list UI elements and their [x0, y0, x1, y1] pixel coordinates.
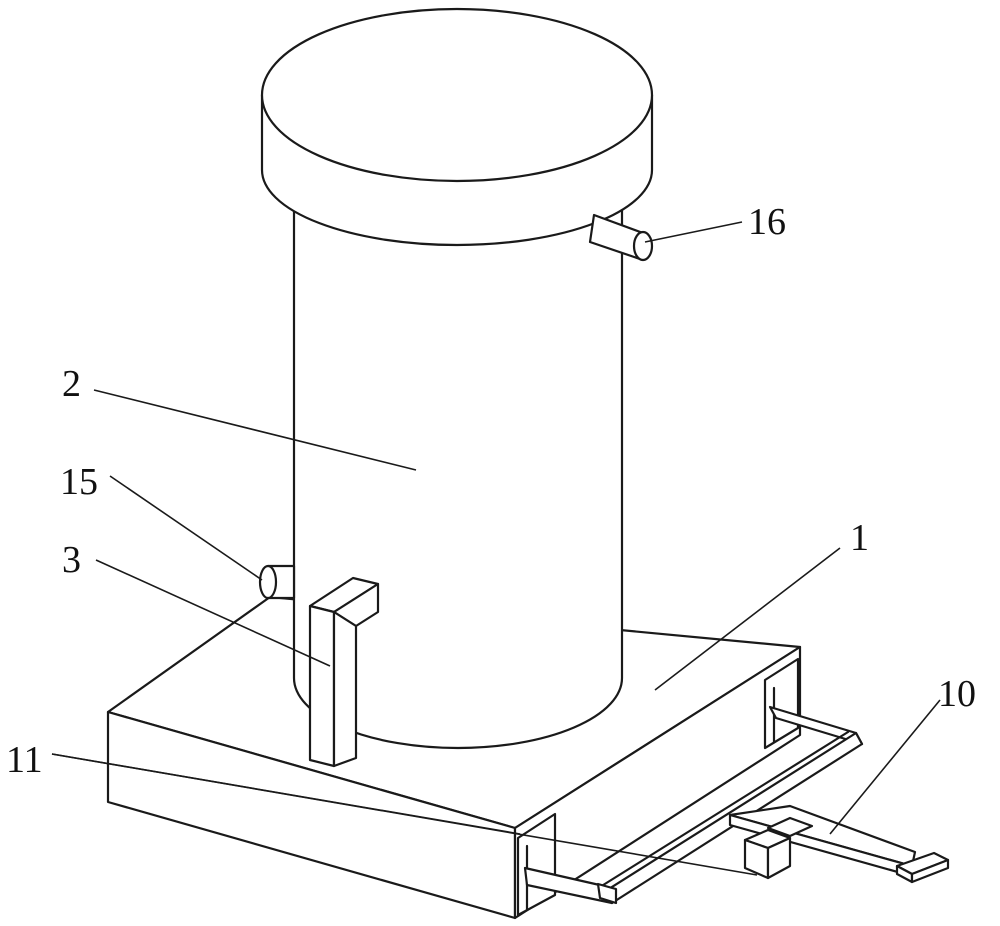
- drive-block-front: [743, 838, 770, 880]
- front-rail-cap: [596, 882, 618, 905]
- slide-arm: [728, 804, 950, 884]
- rod-inner: [332, 610, 358, 768]
- rod-front: [308, 604, 336, 768]
- leader-lines: [51, 221, 941, 876]
- label-16: 16: [748, 201, 786, 243]
- leader-11-upper: [51, 753, 521, 835]
- leader-3: [95, 559, 331, 667]
- labels: 2 15 3 1 10 11 16: [6, 201, 976, 781]
- arm-end-side: [910, 858, 950, 884]
- leader-1: [654, 547, 841, 691]
- upper-nozzle: [588, 213, 654, 262]
- label-3: 3: [62, 539, 81, 581]
- leader-15: [109, 475, 263, 581]
- lower-nozzle: [258, 564, 296, 600]
- drive-block-side: [766, 836, 792, 880]
- leader-10: [829, 699, 941, 835]
- base-right-face: [513, 645, 802, 920]
- front-rail: [523, 866, 614, 905]
- label-2: 2: [62, 363, 81, 405]
- leader-2: [93, 389, 417, 471]
- label-11: 11: [6, 739, 43, 781]
- lid-top: [260, 7, 654, 183]
- label-15: 15: [60, 461, 98, 503]
- l-rod: [308, 576, 380, 768]
- leader-16: [644, 221, 743, 243]
- lower-nozzle-end: [258, 564, 278, 600]
- arm-bracket: [766, 816, 814, 838]
- upper-nozzle-end: [632, 230, 654, 262]
- label-1: 1: [850, 517, 869, 559]
- label-10: 10: [938, 673, 976, 715]
